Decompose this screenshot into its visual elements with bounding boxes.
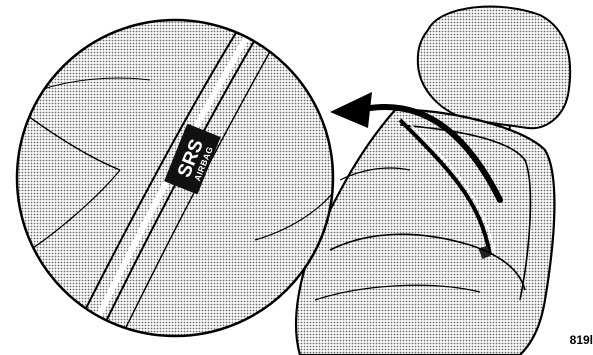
seat-illustration bbox=[294, 5, 572, 355]
magnified-detail: SRS AIRBAG bbox=[15, 18, 335, 338]
figure-code: 819l bbox=[569, 333, 593, 347]
seat-airbag-seam bbox=[398, 118, 492, 256]
seat-headrest bbox=[416, 5, 572, 130]
curved-arrow-icon bbox=[367, 104, 503, 203]
callout-arrow bbox=[330, 92, 503, 203]
srs-airbag-tag: SRS AIRBAG bbox=[164, 123, 221, 195]
